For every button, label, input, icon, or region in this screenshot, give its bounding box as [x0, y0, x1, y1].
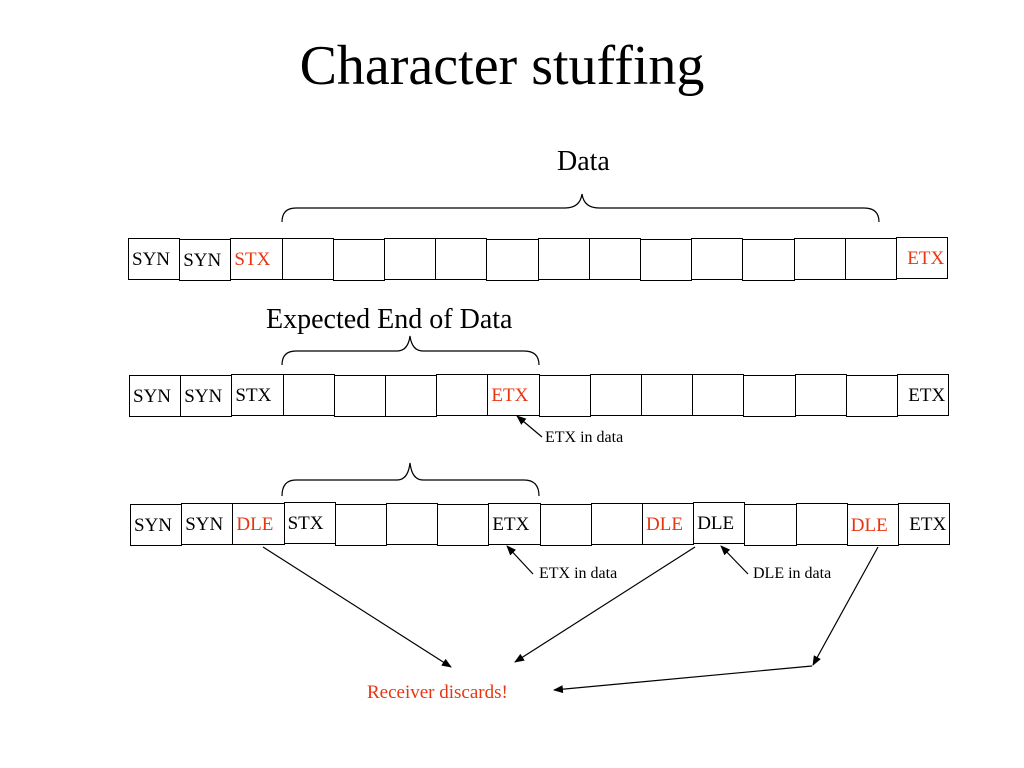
dle-in-data-arrow-row3	[720, 545, 749, 575]
frame-cell-empty	[436, 374, 489, 416]
frame-cell-label: STX	[234, 249, 271, 270]
frame-cell-label: STX	[235, 385, 272, 406]
frame-cell-label: SYN	[185, 514, 224, 535]
frame-cell-empty	[334, 504, 387, 546]
frame-cell-empty	[845, 375, 898, 417]
frame-cell-empty	[435, 238, 488, 280]
expected-end-brace	[281, 335, 540, 366]
frame-cell-label: ETX	[907, 248, 945, 269]
frame-cell-empty	[589, 374, 642, 416]
frame-cell-syn: SYN	[129, 375, 182, 417]
frame-cell-label: DLE	[697, 513, 735, 534]
frame-cell-empty	[384, 238, 437, 280]
frame-cell-empty	[590, 503, 643, 545]
frame-cell-empty	[692, 374, 745, 416]
frame-cell-label: SYN	[184, 386, 223, 407]
frame-cell-label: ETX	[492, 514, 530, 535]
frame-cell-empty	[793, 238, 846, 280]
frame-cell-empty	[795, 503, 848, 545]
frame-cell-empty	[640, 239, 693, 281]
frame-cell-label: SYN	[183, 250, 222, 271]
data-brace-label: Data	[557, 146, 610, 177]
frame-cell-syn: SYN	[181, 503, 234, 545]
frame-cell-empty	[794, 374, 847, 416]
etx-in-data-arrow-row3	[506, 545, 534, 575]
receiver-discards-label: Receiver discards!	[367, 682, 508, 703]
frame-cell-empty	[437, 504, 490, 546]
discard-arrow-first-dle	[262, 546, 452, 668]
discard-arrow-third-dle-left	[553, 665, 813, 694]
frame-cell-dle: DLE	[693, 502, 746, 544]
frame-cell-syn: SYN	[130, 504, 183, 546]
frame-cell-empty	[539, 504, 592, 546]
frame-cell-stx: STX	[230, 238, 283, 280]
frame-cell-label: DLE	[236, 514, 274, 535]
frame-cell-dle: DLE	[642, 503, 695, 545]
frame-cell-empty	[742, 239, 795, 281]
frame-cell-syn: SYN	[180, 375, 233, 417]
frame-cell-empty	[486, 239, 539, 281]
frame-cell-empty	[743, 375, 796, 417]
frame-cell-label: DLE	[646, 514, 683, 535]
etx-in-data-note-row3: ETX in data	[539, 565, 618, 582]
frame-cell-etx: ETX	[898, 503, 951, 545]
frame-cell-empty	[282, 374, 335, 416]
frame-cell-dle: DLE	[232, 503, 285, 545]
frame-cell-empty	[332, 239, 385, 281]
frame-cell-etx: ETX	[896, 237, 949, 279]
frame-cell-syn: SYN	[179, 239, 232, 281]
data-brace	[281, 193, 880, 223]
frame-cell-empty	[641, 374, 694, 416]
frame-cell-empty	[385, 375, 438, 417]
dle-in-data-note-row3: DLE in data	[753, 565, 832, 582]
frame-cell-label: ETX	[908, 385, 946, 406]
frame-cell-empty	[281, 238, 334, 280]
frame-cell-stx: STX	[231, 374, 284, 416]
frame-cell-empty	[386, 503, 439, 545]
frame-cell-label: DLE	[850, 515, 888, 536]
frame-cell-empty	[588, 238, 641, 280]
frame-cell-label: SYN	[133, 386, 172, 407]
expected-end-label: Expected End of Data	[266, 304, 513, 335]
frame-cell-empty	[744, 504, 797, 546]
frame-cell-etx: ETX	[488, 503, 541, 545]
frame-cell-empty	[691, 238, 744, 280]
frame-cell-empty	[537, 238, 590, 280]
stuffed-data-brace	[281, 462, 540, 497]
frame-cell-empty	[538, 375, 591, 417]
frame-cell-syn: SYN	[128, 238, 181, 280]
etx-in-data-note-row2: ETX in data	[545, 429, 624, 446]
frame-cell-dle: DLE	[846, 504, 899, 546]
frame-cell-etx: ETX	[487, 374, 540, 416]
frame-cell-label: STX	[287, 513, 324, 534]
frame-cell-empty	[333, 375, 386, 417]
frame-cell-label: ETX	[909, 514, 947, 535]
slide-title: Character stuffing	[299, 35, 705, 97]
frame-cell-stx: STX	[283, 502, 336, 544]
frame-cell-label: SYN	[132, 249, 171, 270]
frame-cell-etx: ETX	[897, 374, 950, 416]
frame-cell-label: SYN	[134, 515, 173, 536]
frame-cell-label: ETX	[491, 385, 529, 406]
frame-cell-empty	[844, 238, 897, 280]
etx-in-data-arrow-row2	[516, 415, 543, 438]
